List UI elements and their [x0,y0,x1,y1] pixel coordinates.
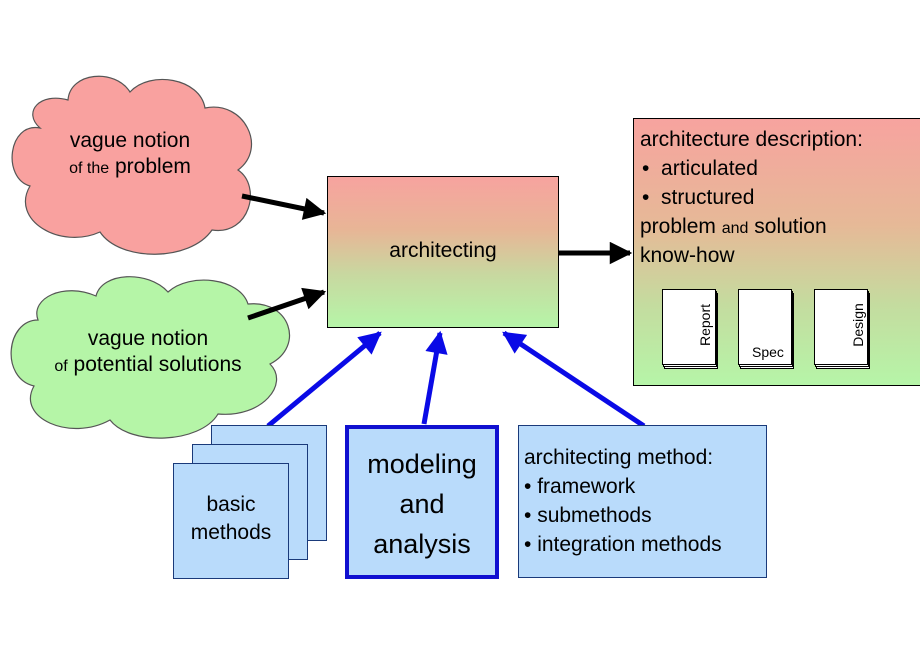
cloud-problem-word: problem [115,155,191,179]
architecting-method-item-3-text: integration methods [537,533,722,556]
modeling-line1: modeling [367,449,477,479]
document-report: Report [662,289,718,369]
document-spec-label: Spec [752,344,784,360]
architecting-method-item-1-text: framework [537,475,636,498]
document-report-label: Report [697,303,714,347]
description-bullet-1: • articulated [642,157,758,180]
arrow-problem-to-architecting [241,193,327,220]
cloud-solutions-word: potential solutions [73,353,242,377]
architecting-method-item-3: • integration methods [524,533,722,556]
basic-methods-box: basic methods [173,463,289,579]
architecting-method-item-2-text: submethods [537,504,652,527]
cloud-solutions-line2: of potential solutions [30,352,266,378]
modeling-line3: analysis [373,529,471,559]
architecting-method-box: architecting method: • framework • subme… [518,425,767,578]
description-heading: architecture description: [640,128,863,151]
description-bullet-1-text: articulated [661,157,758,180]
cloud-solutions-of: of [54,358,68,376]
cloud-problem-line2: of the problem [40,154,220,180]
arrow-basic-methods-to-architecting [266,331,382,428]
architecting-label: architecting [389,239,497,262]
modeling-analysis-box: modeling and analysis [345,425,499,579]
arrow-modeling-to-architecting [421,330,448,425]
document-spec: Spec [738,289,794,369]
cloud-solutions-line1: vague notion [87,327,209,350]
document-design: Design [814,289,870,369]
arrow-solutions-to-architecting [247,287,327,321]
architecting-method-heading: architecting method: [524,446,714,469]
arrow-method-to-architecting [502,330,646,429]
description-and-word: and [721,220,749,237]
basic-methods-line1: basic [206,493,256,516]
modeling-line2: and [399,489,445,519]
architecting-method-item-1: • framework [524,475,636,498]
cloud-problem-label: vague notion of the problem [40,128,220,181]
description-problem-word: problem [640,215,716,238]
architecting-box: architecting [327,176,559,328]
cloud-problem-of-the: of the [69,160,110,178]
description-bullet-2: • structured [642,186,755,209]
description-knowhow: know-how [640,244,735,267]
description-problem-solution: problem and solution [640,216,827,237]
document-design-label: Design [849,303,866,347]
architecting-method-item-2: • submethods [524,504,652,527]
description-solution-word: solution [754,215,827,238]
cloud-problem-line1: vague notion [69,129,191,152]
architecture-description-box: architecture description: • articulated … [633,118,920,386]
description-bullet-2-text: structured [661,186,755,209]
cloud-solutions [10,276,290,439]
basic-methods-line2: methods [190,521,272,544]
cloud-solutions-label: vague notion of potential solutions [30,326,266,379]
cloud-problem [11,75,253,255]
